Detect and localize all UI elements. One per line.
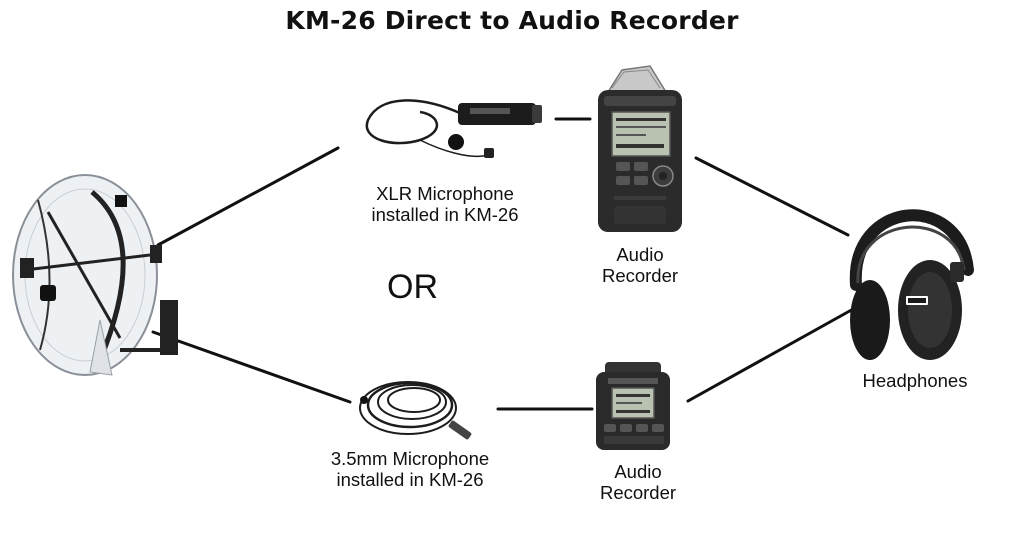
parabolic-dish-icon [12, 174, 178, 376]
recorder-bottom-label: Audio Recorder [578, 461, 698, 503]
diagram-title: KM-26 Direct to Audio Recorder [285, 6, 739, 35]
handheld-recorder-icon [598, 65, 682, 232]
connector-recorder-to-headphones-2 [686, 306, 857, 403]
connector-dish-to-xlr [156, 146, 340, 247]
recorder-bottom-label-line2: Recorder [599, 482, 677, 503]
mini-mic-label-line2: installed in KM-26 [336, 469, 484, 490]
connection-lines [151, 117, 857, 411]
or-separator: OR [387, 268, 438, 306]
mini-mic-label-line1: 3.5mm Microphone [330, 448, 490, 469]
cable-microphone-icon [359, 381, 472, 440]
headphones-icon [849, 209, 974, 360]
recorder-top-label: Audio Recorder [580, 244, 700, 286]
headphones-label: Headphones [862, 370, 968, 391]
xlr-mic-label: XLR Microphone installed in KM-26 [340, 183, 550, 225]
recorder-bottom-label-line1: Audio [614, 461, 662, 482]
xlr-microphone-icon [365, 99, 542, 158]
connector-recorder-to-headphones [694, 156, 850, 237]
compact-recorder-icon [596, 362, 670, 450]
connector-dish-to-mini-mic [151, 330, 352, 404]
xlr-mic-label-line1: XLR Microphone [376, 183, 514, 204]
mini-mic-label: 3.5mm Microphone installed in KM-26 [305, 448, 515, 490]
recorder-top-label-line2: Recorder [601, 265, 679, 286]
recorder-top-label-line1: Audio [616, 244, 664, 265]
xlr-mic-label-line2: installed in KM-26 [371, 204, 519, 225]
